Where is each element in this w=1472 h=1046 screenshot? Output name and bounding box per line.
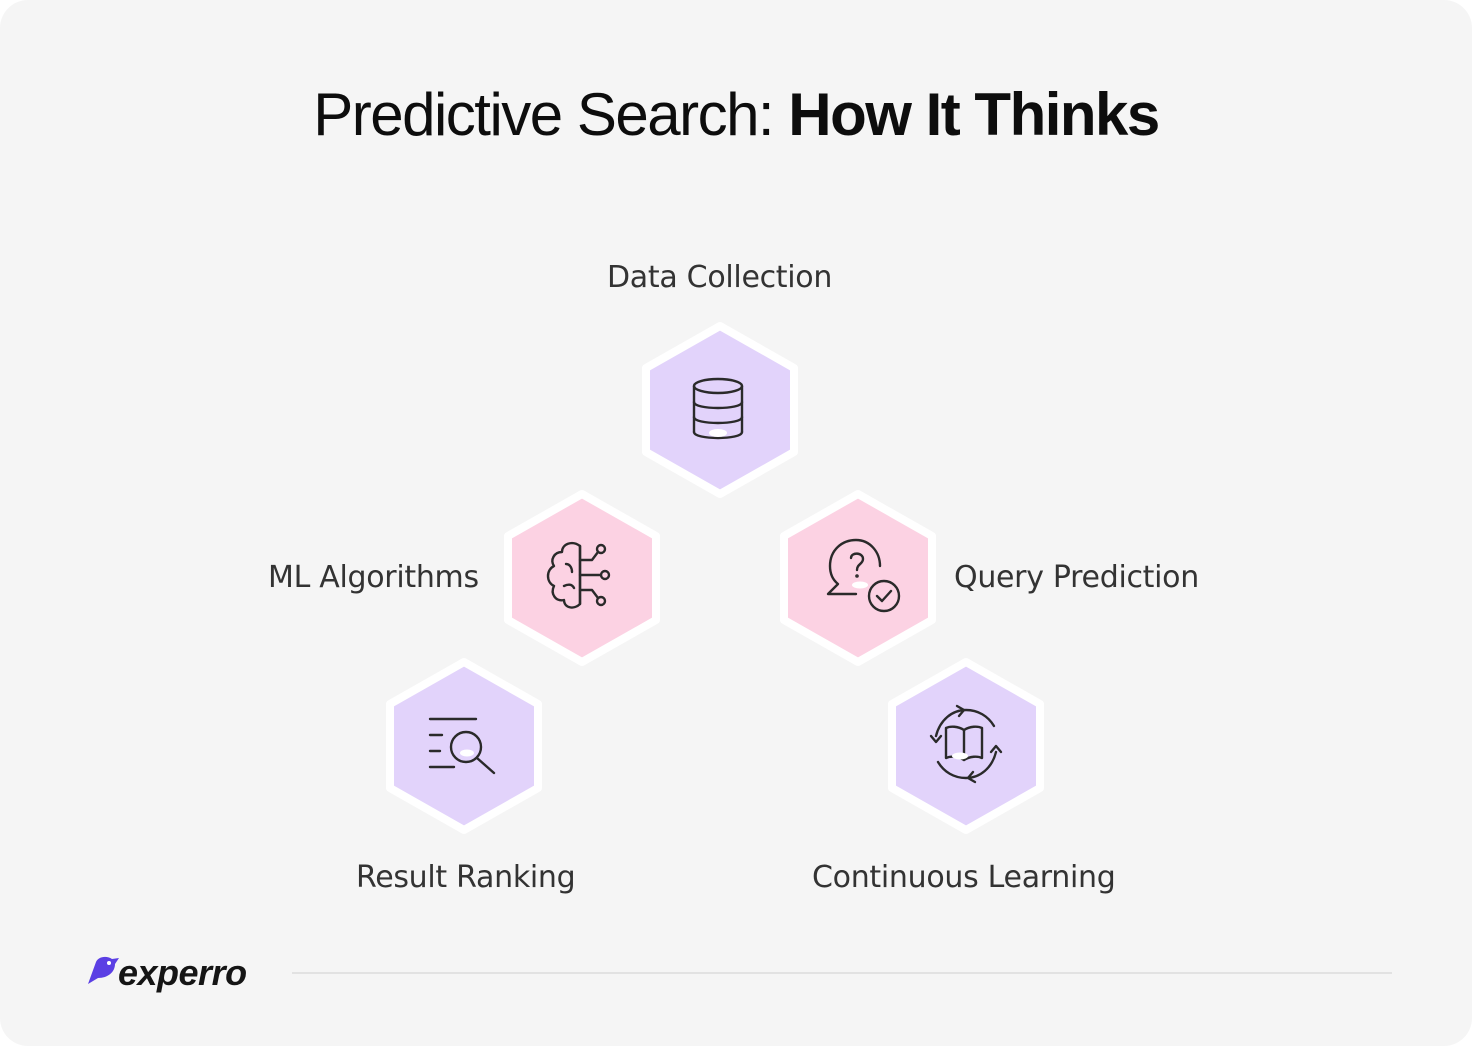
step-label-result-ranking: Result Ranking bbox=[356, 860, 576, 895]
search-list-icon bbox=[428, 717, 496, 775]
title-light: Predictive Search: bbox=[313, 81, 774, 148]
hex-result-ranking bbox=[382, 656, 546, 836]
step-label-data-collection: Data Collection bbox=[607, 260, 833, 295]
brand-name: experro bbox=[118, 952, 247, 993]
footer-divider bbox=[292, 972, 1392, 974]
hex-ml-algorithms bbox=[500, 488, 664, 668]
hex-query-prediction bbox=[776, 488, 940, 668]
step-label-query-prediction: Query Prediction bbox=[954, 560, 1199, 595]
hex-continuous-learning bbox=[884, 656, 1048, 836]
database-icon bbox=[692, 377, 744, 440]
brand-logo: experro bbox=[84, 950, 274, 998]
title-bold: How It Thinks bbox=[788, 81, 1160, 148]
brain-circuit-icon bbox=[546, 541, 611, 609]
page-title: Predictive Search: How It Thinks bbox=[0, 80, 1472, 149]
step-label-ml-algorithms: ML Algorithms bbox=[268, 560, 479, 595]
bird-logo-icon bbox=[88, 956, 119, 984]
step-label-continuous-learning: Continuous Learning bbox=[812, 860, 1116, 895]
hex-data-collection bbox=[638, 320, 802, 500]
question-chat-check-icon bbox=[826, 538, 901, 613]
